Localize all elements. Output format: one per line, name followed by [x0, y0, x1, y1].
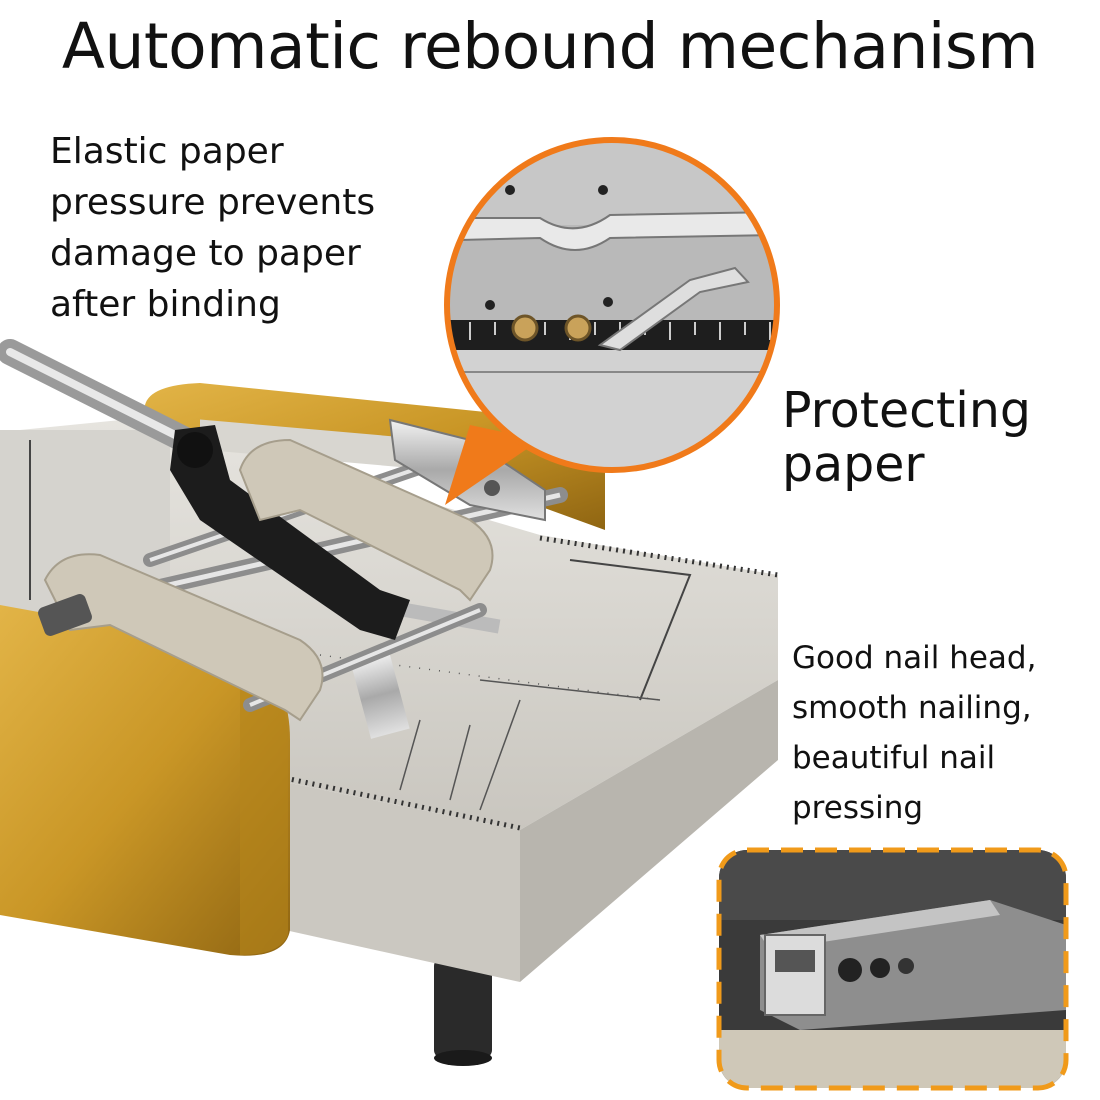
pressure-handles [38, 438, 494, 722]
zoom-detail-nail-head [716, 847, 1069, 1091]
zoom-detail-top [444, 137, 780, 505]
lever-arm [0, 339, 410, 640]
callout-protecting-paper: Protecting paper [782, 382, 1032, 493]
front-housing [0, 605, 290, 956]
callout-elastic-pressure: Elastic paper pressure prevents damage t… [50, 131, 376, 325]
callout-nail-quality: Good nail head, smooth nailing, beautifu… [792, 640, 1037, 826]
headline: Automatic rebound mechanism [61, 10, 1039, 83]
